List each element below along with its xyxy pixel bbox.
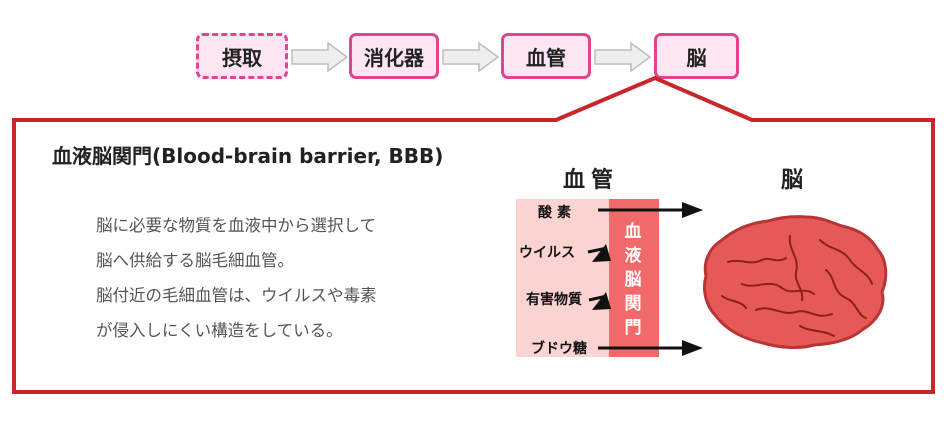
flow-step-vessel: 血管: [501, 33, 591, 79]
blood-brain-barrier: [609, 199, 659, 357]
blocked-arrow-icon: [588, 292, 611, 310]
description-line: 脳に必要な物質を血液中から選択して: [96, 216, 377, 235]
substance-label-glucose: ブドウ糖: [531, 341, 587, 357]
flow-arrow-icon: [442, 42, 500, 72]
description-line: 脳へ供給する脳毛細血管。: [96, 251, 294, 270]
flow-step-digestive: 消化器: [349, 33, 439, 79]
flow-arrow-icon: [291, 42, 349, 72]
flow-step-brain: 脳: [654, 33, 739, 79]
barrier-label-char: 液: [624, 246, 642, 266]
vessel-region: [516, 199, 612, 357]
flow-step-intake: 摂取: [196, 33, 288, 79]
substance-label-virus: ウイルス: [519, 245, 575, 261]
substance-label-oxygen: 酸素: [538, 205, 576, 221]
blocked-arrow-icon: [587, 244, 611, 262]
barrier-label-char: 関: [624, 294, 642, 314]
description-line: が侵入しにくい構造をしている。: [96, 321, 343, 340]
vessel-heading: 血管: [563, 168, 620, 193]
barrier-label-char: 脳: [624, 270, 642, 290]
panel-description: 脳に必要な物質を血液中から選択して 脳へ供給する脳毛細血管。 脳付近の毛細血管は…: [96, 208, 426, 348]
brain-icon: [702, 215, 888, 349]
panel-title: 血液脳関門(Blood-brain barrier, BBB): [52, 144, 444, 168]
pass-arrow-icon: [598, 202, 703, 218]
substance-label-harmful: 有害物質: [526, 292, 582, 308]
barrier-label-char: 血: [624, 222, 642, 242]
flow-arrow-icon: [594, 42, 652, 72]
brain-heading: 脳: [781, 168, 804, 193]
barrier-label: 血 液 脳 関 門: [611, 220, 655, 340]
description-line: 脳付近の毛細血管は、ウイルスや毒素: [96, 286, 377, 305]
pass-arrow-icon: [598, 340, 703, 356]
barrier-label-char: 門: [624, 318, 642, 338]
